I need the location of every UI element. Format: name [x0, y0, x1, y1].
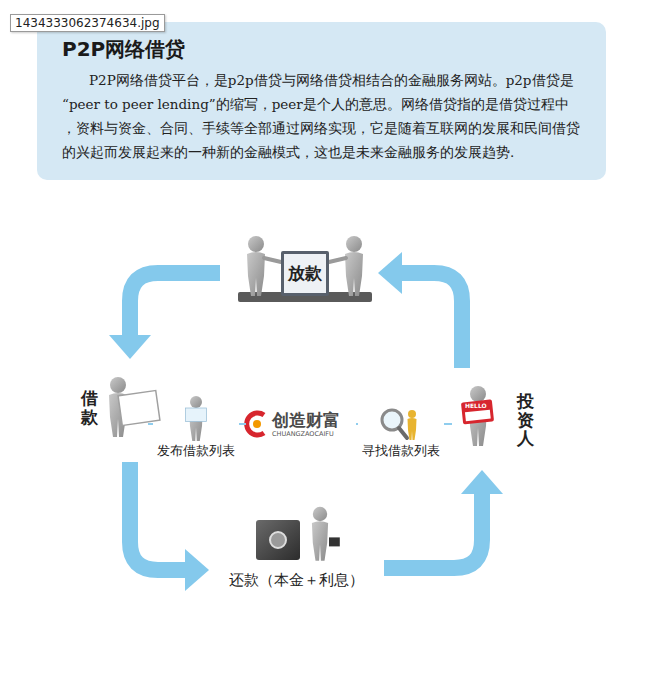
- arrow-head: [378, 252, 402, 294]
- person-figure: [345, 236, 363, 296]
- arrow-shaft: [130, 462, 185, 570]
- link-line: [356, 424, 358, 425]
- step-label: 寻找借款列表: [362, 442, 440, 460]
- link-line: [239, 424, 246, 425]
- step-label: 发布借款列表: [157, 442, 235, 460]
- logo-text: 创造财富: [272, 410, 340, 430]
- panel-title: P2P网络借贷: [62, 36, 586, 62]
- logo-node: 创造财富CHUANGZAOCAIFU: [246, 406, 356, 442]
- name-badge: [461, 399, 494, 424]
- arrow-head: [461, 470, 503, 494]
- borrower-node: 借款: [76, 365, 148, 450]
- cycle-arrow: [378, 252, 462, 368]
- logo-icon: [247, 413, 264, 435]
- logo-subtext: CHUANGZAOCAIFU: [272, 430, 334, 438]
- person-figure: [312, 507, 340, 561]
- vertical-label: 借款: [81, 389, 98, 426]
- badge-text: HELLO: [465, 403, 487, 409]
- link-line: [148, 423, 153, 425]
- cycle-arrow: [130, 462, 209, 591]
- loan-out-node: 放款: [240, 243, 370, 303]
- sign-label: 放款: [281, 251, 329, 296]
- link-line: [356, 423, 358, 425]
- intro-panel: P2P网络借贷 P2P网络借贷平台，是p2p借贷与网络借贷相结合的金融服务网站。p…: [37, 22, 606, 180]
- link-line: [444, 423, 452, 425]
- arrow-shaft: [402, 273, 462, 368]
- arrow-shaft: [384, 494, 482, 568]
- repay-node: 还款（本金＋利息）: [215, 515, 378, 592]
- panel-body: P2P网络借贷平台，是p2p借贷与网络借贷相结合的金融服务网站。p2p借贷是 “…: [62, 68, 586, 164]
- investor-node: 投资人: [452, 378, 540, 462]
- safe-box: [256, 520, 300, 560]
- search-node: 寻找借款列表: [358, 400, 444, 462]
- link-line: [239, 423, 246, 425]
- link-line: [444, 424, 452, 425]
- person-figure: [186, 396, 207, 441]
- link-line: [148, 424, 153, 425]
- sign-board: [118, 391, 160, 426]
- cycle-arrow: [109, 273, 220, 359]
- step-label: 还款（本金＋利息）: [229, 570, 364, 590]
- publish-node: 发布借款列表: [153, 392, 239, 462]
- file-tooltip: 1434333062374634.jpg: [10, 14, 165, 32]
- person-figure: [247, 236, 265, 296]
- arrow-shaft: [130, 273, 220, 335]
- cycle-arrow: [384, 470, 503, 568]
- arrow-head: [109, 335, 151, 359]
- vertical-label: 投资人: [517, 392, 534, 448]
- arrow-head: [185, 549, 209, 591]
